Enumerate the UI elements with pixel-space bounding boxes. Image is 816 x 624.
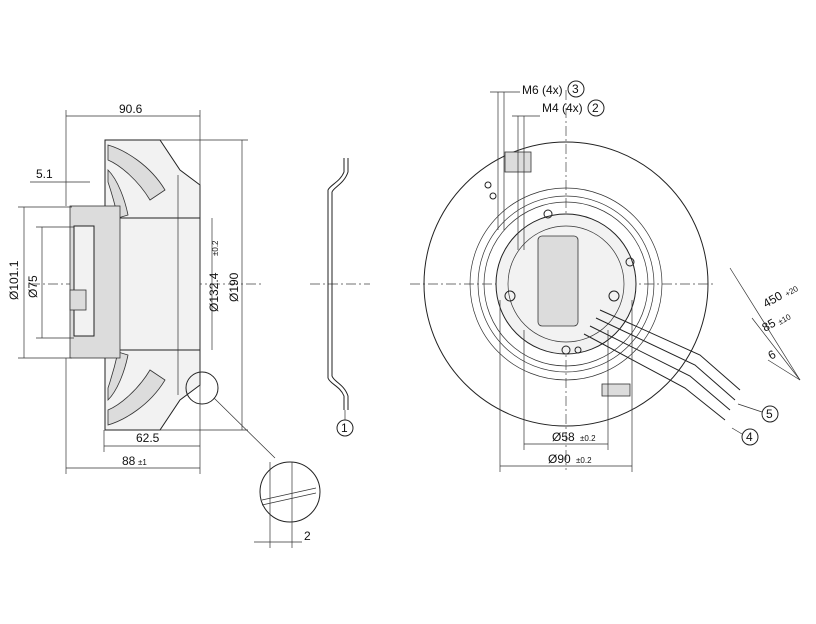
cable-3 [589, 325, 731, 411]
profile-outline-inner [331, 158, 349, 410]
dim-88: 88 [122, 454, 136, 468]
cable-450-tol: +20 [784, 284, 801, 299]
ring-inner [483, 201, 649, 367]
dim-line-85 [751, 317, 801, 381]
m6-callout-circle [567, 80, 585, 98]
side-view: 90.6 5.1 Ø101.1 Ø75 Ø132.4 ±0.2 Ø190 62.… [7, 102, 276, 474]
cable-450: 450 [761, 288, 786, 310]
profile-outline [327, 158, 345, 410]
dim-d190: Ø190 [227, 272, 241, 302]
dim-line-450 [729, 267, 801, 381]
ring-outer [469, 187, 663, 381]
dim-d132-tol: ±0.2 [211, 240, 220, 256]
callout-1-circle [336, 419, 354, 437]
mount-hole-top [543, 209, 553, 219]
callout-4-circle [741, 428, 759, 446]
front-view: M6 (4x) 3 M4 (4x) 2 Ø58 ±0.2 Ø90 ±0.2 45… [410, 80, 801, 472]
detail-circle [259, 461, 321, 523]
cable-4 [583, 333, 726, 421]
callout-5-circle [761, 405, 779, 423]
motor-body [117, 217, 201, 351]
blade-top [107, 144, 166, 201]
mount-hole-bottom [561, 345, 571, 355]
callout-4-leader [731, 427, 743, 435]
dim-d90-tol: ±0.2 [576, 456, 592, 465]
m6-label: M6 (4x) [522, 83, 563, 97]
dim-d132: Ø132.4 [207, 272, 221, 312]
dim-line-6 [767, 359, 801, 381]
dim-d90: Ø90 [548, 452, 571, 466]
terminal-box [537, 235, 579, 327]
screw-bottom [574, 346, 582, 354]
m6-callout: 3 [572, 82, 579, 96]
detail-marker-circle [185, 371, 219, 405]
cable-2 [595, 317, 736, 401]
detail-edge-2 [261, 492, 317, 506]
detail-view: 2 [254, 461, 321, 548]
callout-5: 5 [766, 407, 773, 421]
callout-4: 4 [746, 430, 753, 444]
rivet-2 [489, 192, 497, 200]
motor-hub [73, 225, 95, 337]
profile-view: 1 [310, 158, 370, 437]
m4-callout-circle [587, 99, 605, 117]
cable-1 [599, 309, 741, 391]
outer-disc [423, 141, 709, 427]
blade-bottom [107, 369, 166, 426]
rivet-1 [484, 181, 492, 189]
dim-5-1: 5.1 [36, 167, 53, 181]
detail-leader [213, 397, 276, 459]
cable-85-tol: ±10 [777, 312, 793, 327]
dim-88-tol: ±1 [138, 458, 147, 467]
cable-85: 85 [760, 316, 779, 335]
mount-hole-right-top [625, 257, 635, 267]
label-plate-bottom [601, 383, 631, 397]
dim-2: 2 [304, 529, 311, 543]
dim-62-5: 62.5 [136, 431, 160, 445]
callout-5-leader [737, 403, 763, 413]
ring-mid [477, 195, 655, 373]
dim-d58: Ø58 [552, 430, 575, 444]
dim-d101: Ø101.1 [7, 260, 21, 300]
mount-hole-right [608, 290, 620, 302]
cable-gland [69, 289, 87, 311]
plate-inner [507, 225, 625, 343]
dim-d75: Ø75 [26, 275, 40, 298]
callout-1: 1 [341, 421, 348, 435]
dim-d58-tol: ±0.2 [580, 434, 596, 443]
dim-90-6: 90.6 [119, 102, 143, 116]
mount-hole-left [504, 290, 516, 302]
m4-callout: 2 [592, 101, 599, 115]
detail-edge-1 [261, 487, 317, 501]
m4-label: M4 (4x) [542, 101, 583, 115]
